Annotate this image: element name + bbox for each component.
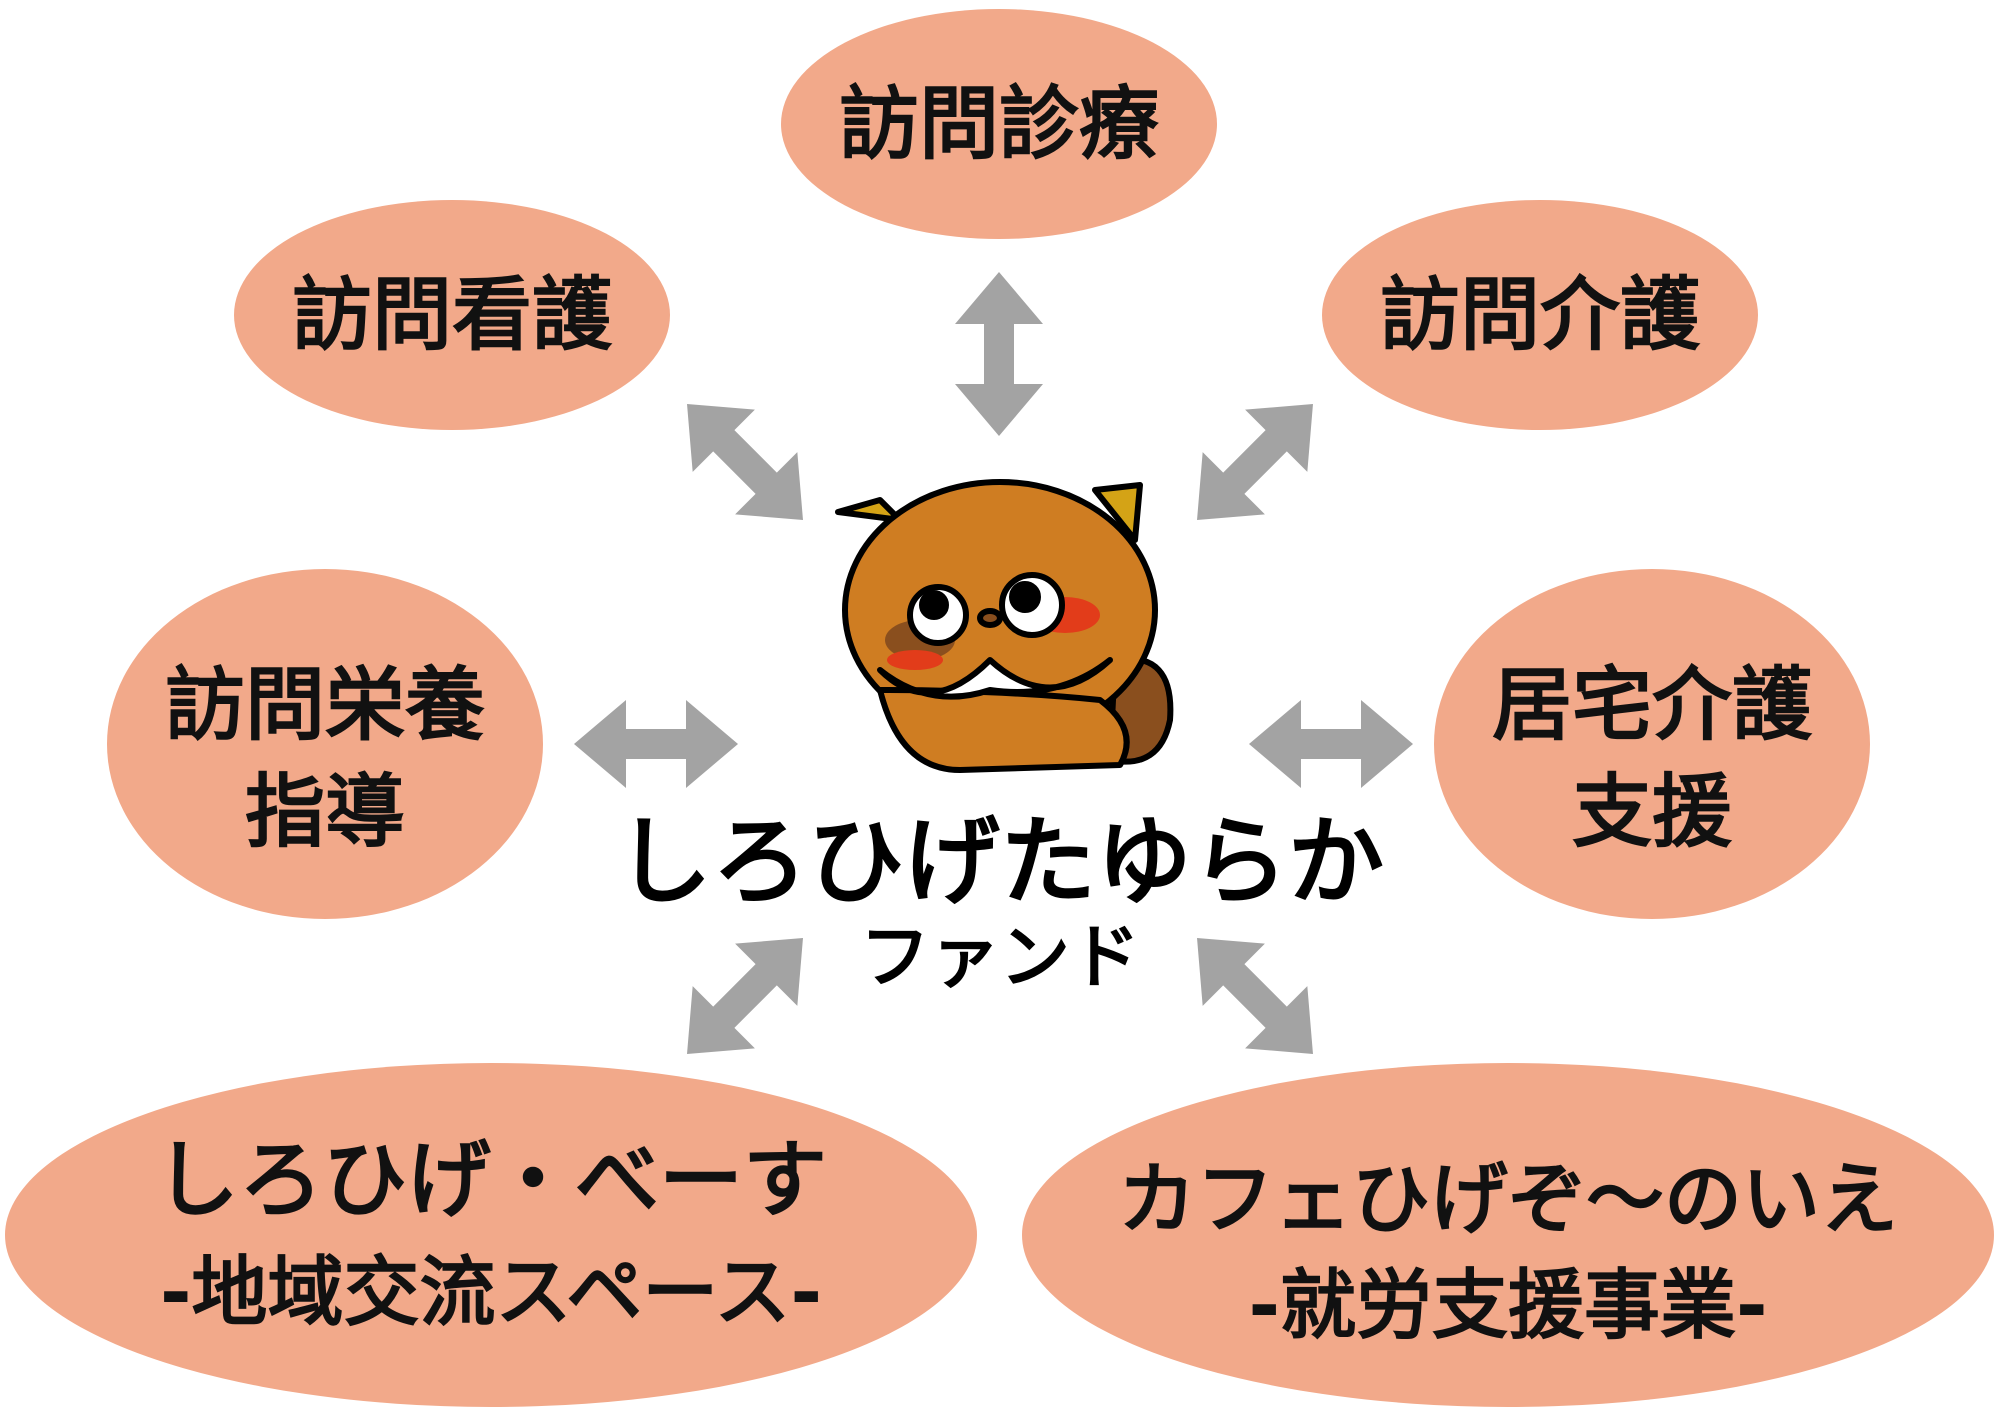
node-label-line2: -地域交流スペース- <box>160 1248 822 1337</box>
node-label: 訪問看護 <box>292 269 613 362</box>
node-community-base: しろひげ・べーす -地域交流スペース- <box>5 1063 977 1407</box>
node-home-medical: 訪問診療 <box>781 9 1217 239</box>
node-label-line2: 支援 <box>1572 766 1733 859</box>
arrow-bottom-right <box>1165 906 1345 1086</box>
logo-title: しろひげたゆらか <box>616 806 1384 918</box>
arrow-right <box>1249 700 1413 788</box>
arrow-top-left <box>655 372 835 552</box>
node-nutrition-guidance: 訪問栄養 指導 <box>107 569 543 919</box>
node-home-nursing: 訪問看護 <box>234 200 670 430</box>
node-label-line1: 居宅介護 <box>1492 659 1813 752</box>
node-care-support: 居宅介護 支援 <box>1434 569 1870 919</box>
node-label: 訪問診療 <box>839 78 1159 171</box>
node-cafe: カフェひげぞ～のいえ -就労支援事業- <box>1022 1063 1994 1407</box>
node-home-care: 訪問介護 <box>1322 200 1758 430</box>
arrow-top <box>955 272 1043 436</box>
node-label: 訪問介護 <box>1380 269 1701 362</box>
mascot-raccoon-icon <box>835 479 1174 773</box>
node-label-line1: 訪問栄養 <box>165 659 485 752</box>
node-label-line1: カフェひげぞ～のいえ <box>1118 1155 1898 1245</box>
arrow-bottom-left <box>655 906 835 1086</box>
node-label-line2: 指導 <box>245 766 405 859</box>
arrow-top-right <box>1165 372 1345 552</box>
logo-subtitle: ファンド <box>860 916 1140 998</box>
node-label-line2: -就労支援事業- <box>1248 1261 1767 1350</box>
node-label-line1: しろひげ・べーす <box>155 1131 827 1229</box>
arrow-left <box>574 700 738 788</box>
